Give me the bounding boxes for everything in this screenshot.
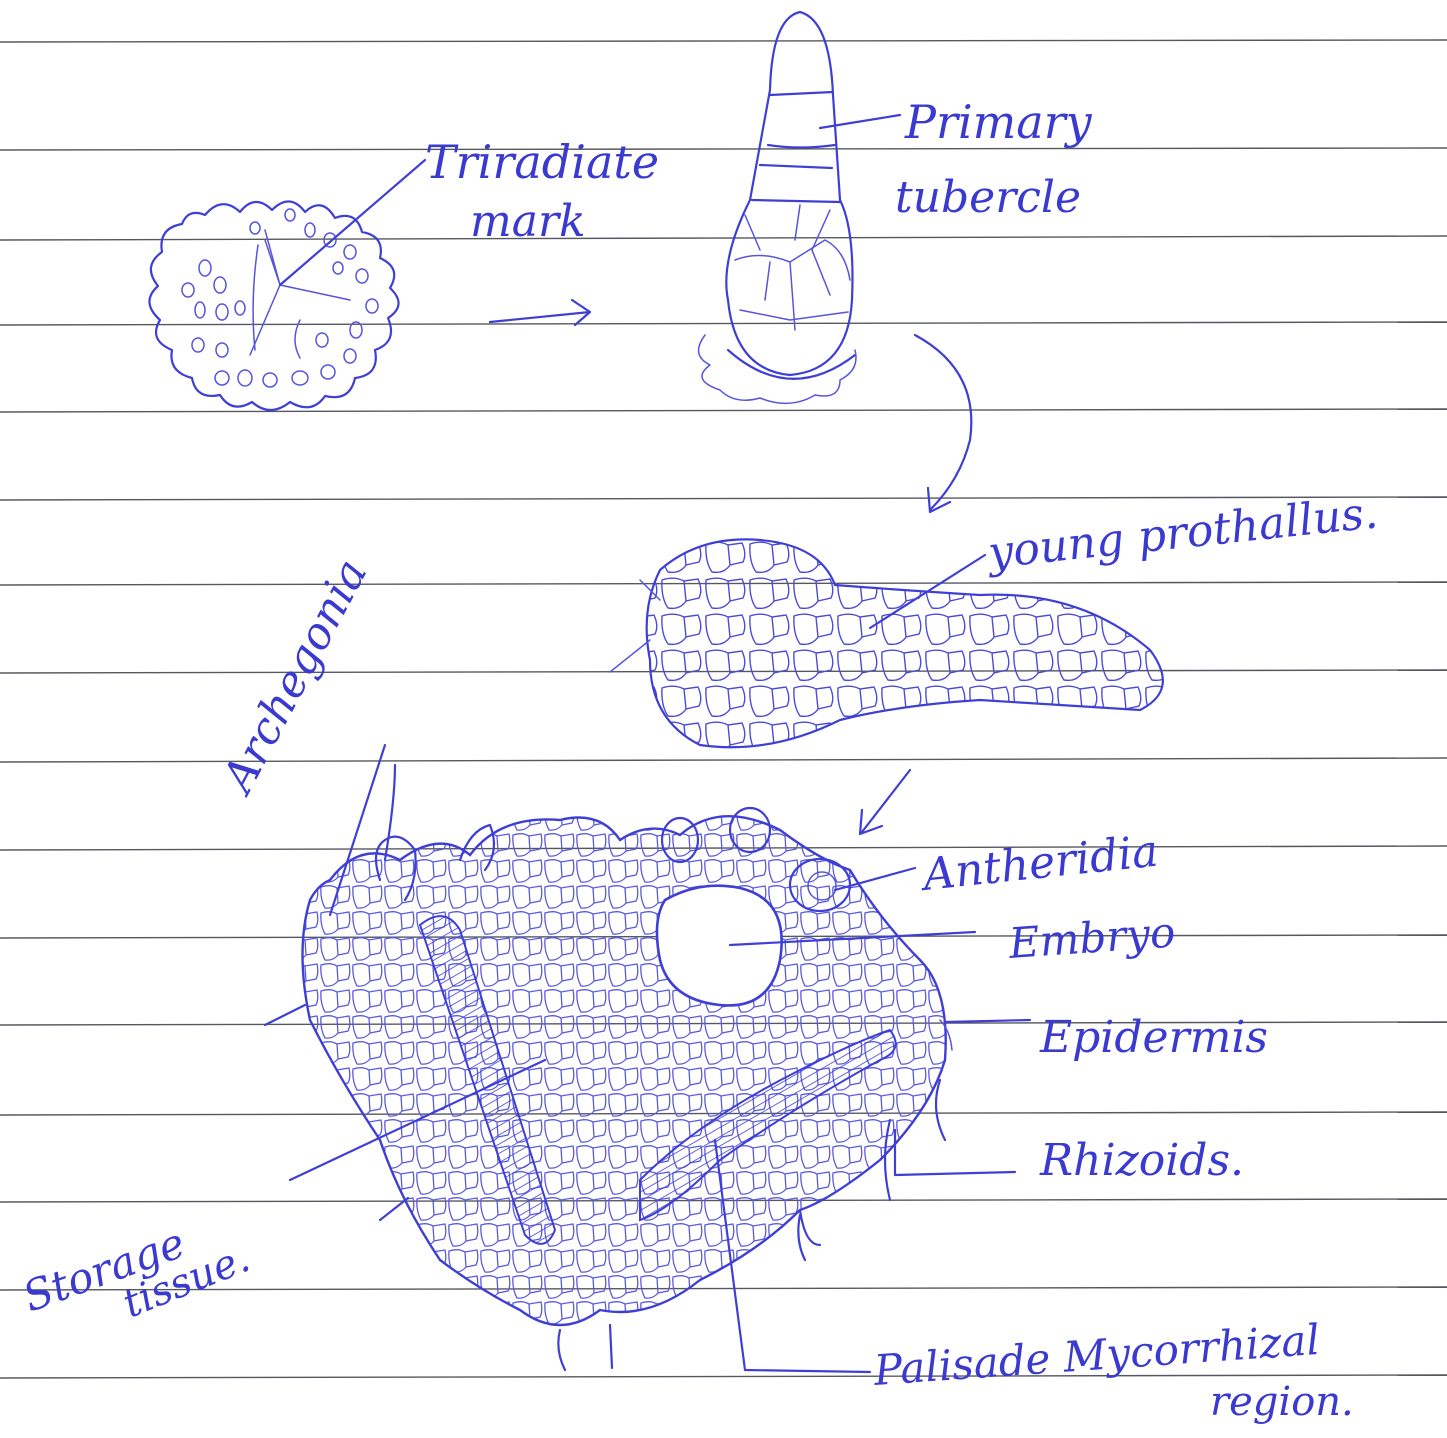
label-primary: Primary	[904, 95, 1093, 149]
label-region: region.	[1210, 1379, 1354, 1425]
label-embryo: Embryo	[1006, 907, 1176, 968]
label-triradiate: Triradiate	[425, 135, 659, 189]
label-rhizoids: Rhizoids.	[1039, 1135, 1244, 1186]
label-epidermis: Epidermis	[1039, 1012, 1268, 1063]
label-tubercle: tubercle	[895, 172, 1081, 223]
mature-prothallus-drawing	[265, 745, 1030, 1372]
label-mark: mark	[470, 196, 586, 247]
label-antheridia: Antheridia	[917, 826, 1161, 902]
primary-tubercle-drawing	[699, 12, 972, 512]
label-archegonia: Archegonia	[211, 551, 378, 804]
label-young-prothallus: young prothallus.	[984, 487, 1380, 579]
spore-ornaments	[182, 209, 378, 387]
